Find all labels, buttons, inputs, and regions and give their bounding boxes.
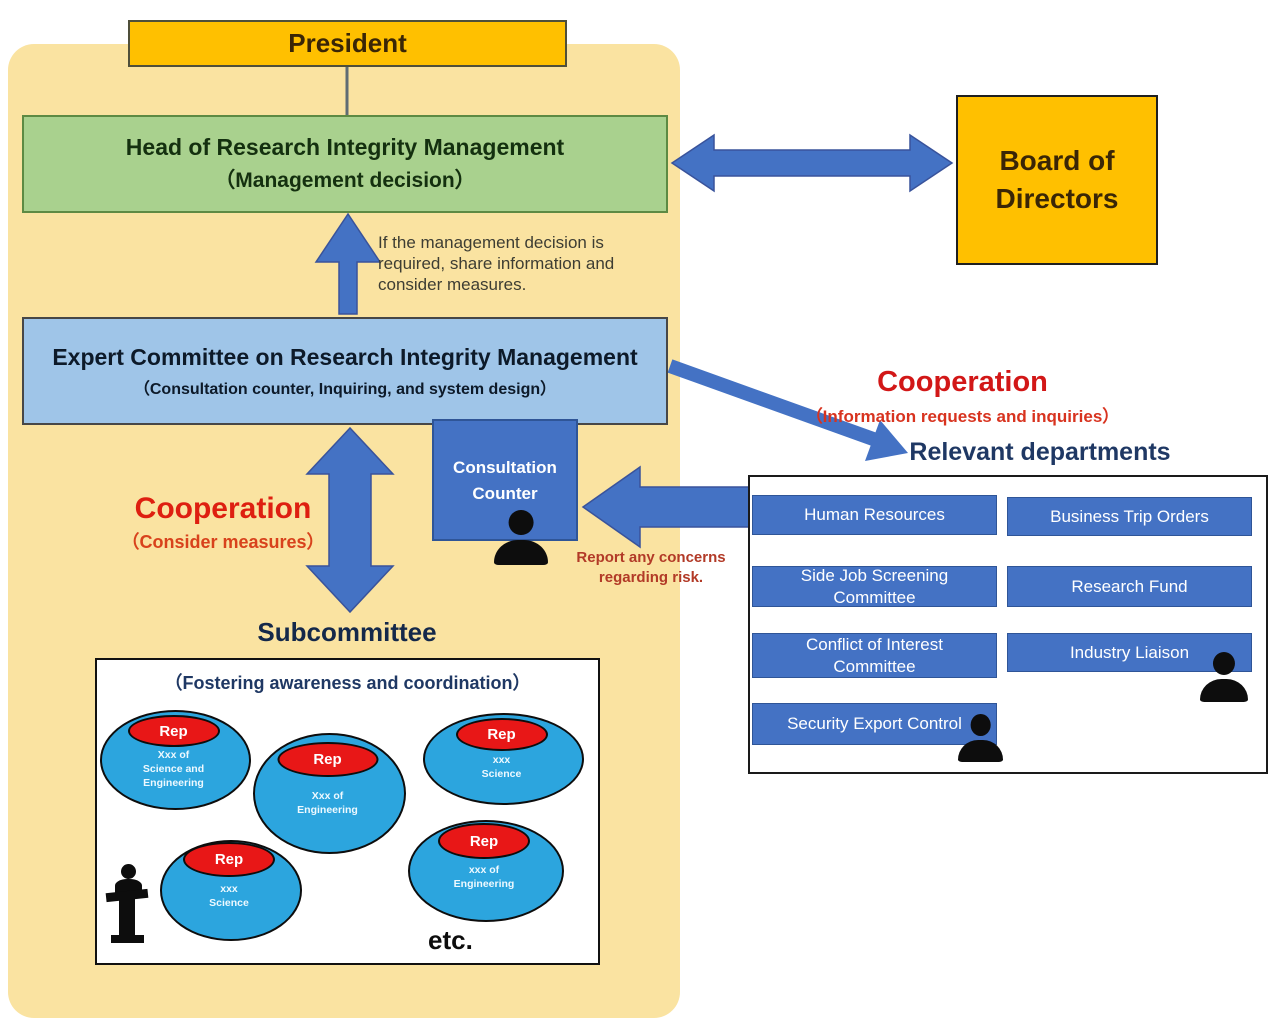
speaker-podium-icon: [105, 864, 154, 944]
expert-committee-box: Expert Committee on Research Integrity M…: [22, 317, 668, 425]
head-box-subtitle: （Management decision）: [214, 169, 476, 192]
security-export-person-icon: [958, 714, 1003, 762]
dept-human-resources: Human Resources: [752, 495, 997, 535]
industry-liaison-person-icon: [1200, 652, 1248, 702]
subcommittee-group-label: Xxx of Science and Engineering: [142, 749, 205, 790]
head-of-research-integrity-box: Head of Research Integrity Management （M…: [22, 115, 668, 213]
subcommittee-oval: [100, 710, 251, 810]
president-box: President: [128, 20, 567, 67]
rep-badge: Rep: [455, 718, 548, 751]
subcommittee-group-label: xxx of Engineering: [453, 864, 515, 891]
etc-label: etc.: [428, 925, 473, 955]
subcommittee-subtitle: （Fostering awareness and coordination）: [164, 673, 531, 693]
subcommittee-group-label: xxx Science: [481, 754, 522, 781]
head-box-title: Head of Research Integrity Management: [125, 134, 565, 160]
cooperation-left-label: Cooperation （Consider measures）: [118, 492, 328, 554]
cooperation-right-label: Cooperation （Information requests and in…: [790, 366, 1135, 427]
expert-box-title: Expert Committee on Research Integrity M…: [52, 343, 638, 370]
subcommittee-group: Rep Xxx of Science and Engineering: [100, 710, 251, 810]
relevant-departments-label: Relevant departments: [909, 438, 1171, 466]
subcommittee-group-label: xxx Science: [209, 883, 249, 910]
rep-badge: Rep: [277, 742, 378, 777]
subcommittee-group: Rep xxx Science: [160, 840, 302, 941]
consultation-person-icon: [494, 510, 548, 565]
dept-side-job-screening-committee: Side Job Screening Committee: [752, 566, 997, 607]
dept-conflict-of-interest-committee: Conflict of Interest Committee: [752, 633, 997, 678]
subcommittee-group: Rep xxx of Engineering: [408, 820, 564, 922]
cooperation-left-subtitle: （Consider measures）: [121, 532, 325, 552]
expert-box-subtitle: （Consultation counter, Inquiring, and sy…: [133, 380, 557, 398]
rep-badge: Rep: [127, 715, 220, 747]
board-of-directors-box: Board of Directors: [956, 95, 1158, 265]
rep-badge: Rep: [438, 823, 530, 859]
subcommittee-group-label: Xxx of Engineering: [297, 790, 358, 817]
rep-badge: Rep: [183, 842, 275, 877]
cooperation-right-title: Cooperation: [877, 366, 1048, 398]
report-note: Report any concerns regarding risk.: [576, 549, 726, 586]
consultation-counter-label: Consultation Counter: [453, 458, 557, 503]
cooperation-left-title: Cooperation: [134, 492, 312, 525]
consultation-counter-box: Consultation Counter: [432, 419, 578, 541]
president-label: President: [288, 28, 407, 58]
dept-business-trip-orders: Business Trip Orders: [1007, 497, 1252, 536]
dept-research-fund: Research Fund: [1007, 566, 1252, 607]
dept-industry-liaison: Industry Liaison: [1007, 633, 1252, 672]
cooperation-right-subtitle: （Information requests and inquiries）: [805, 407, 1120, 426]
decision-note: If the management decision is required, …: [378, 233, 615, 294]
subcommittee-group: Rep xxx Science: [423, 713, 584, 805]
board-label: Board of Directors: [995, 145, 1119, 214]
arrow-double-horizontal-icon: [670, 133, 954, 193]
subcommittee-title: Subcommittee: [257, 617, 437, 647]
dept-security-export-control: Security Export Control: [752, 703, 997, 745]
subcommittee-group: Rep Xxx of Engineering: [253, 733, 406, 854]
